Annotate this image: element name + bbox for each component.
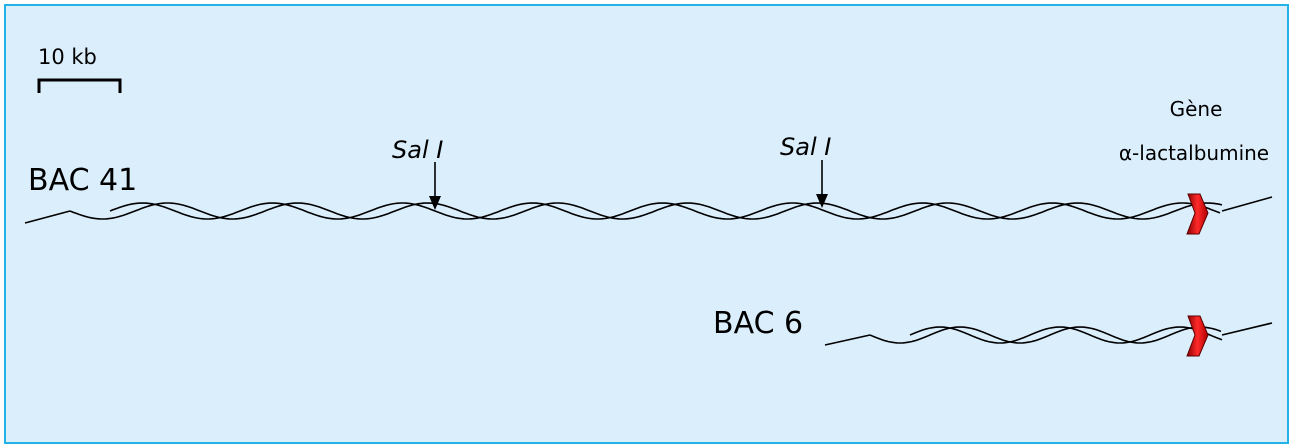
gene-label-line2: α-lactalbumine <box>1119 141 1269 165</box>
diagram-panel <box>4 4 1289 444</box>
b41s2-tail <box>1221 196 1273 212</box>
bac6-label: BAC 6 <box>713 306 803 341</box>
b41s1-tail <box>24 210 71 224</box>
gene-label-line1: Gène <box>1170 97 1223 121</box>
sali-site-2: Sal I <box>780 133 831 208</box>
bac41-label: BAC 41 <box>28 163 137 198</box>
bac41-strand-1 <box>69 202 1223 220</box>
sali-site-2-arrowhead <box>816 194 828 208</box>
bac41-gene-marker <box>1186 193 1209 235</box>
bac6-dna-helix <box>824 322 1273 346</box>
scale-bar-bracket <box>37 78 122 93</box>
bac6-strand-1 <box>869 326 1222 344</box>
b6s2-tail <box>1221 322 1273 336</box>
sali-site-1: Sal I <box>392 136 443 210</box>
sali-site-1-label: Sal I <box>392 136 443 164</box>
bac41-strand-2 <box>109 202 1221 220</box>
sali-site-1-arrowhead <box>429 196 441 210</box>
scale-bar-label: 10 kb <box>38 45 97 69</box>
gene-label: Gène α-lactalbumine <box>1119 97 1269 165</box>
b6s1-tail <box>824 334 871 346</box>
bac6-strand-2 <box>909 326 1223 344</box>
sali-site-2-label: Sal I <box>780 133 831 161</box>
scale-bar: 10 kb <box>37 45 122 93</box>
bac41-dna-helix <box>24 196 1273 224</box>
bac6-gene-marker <box>1186 315 1209 357</box>
